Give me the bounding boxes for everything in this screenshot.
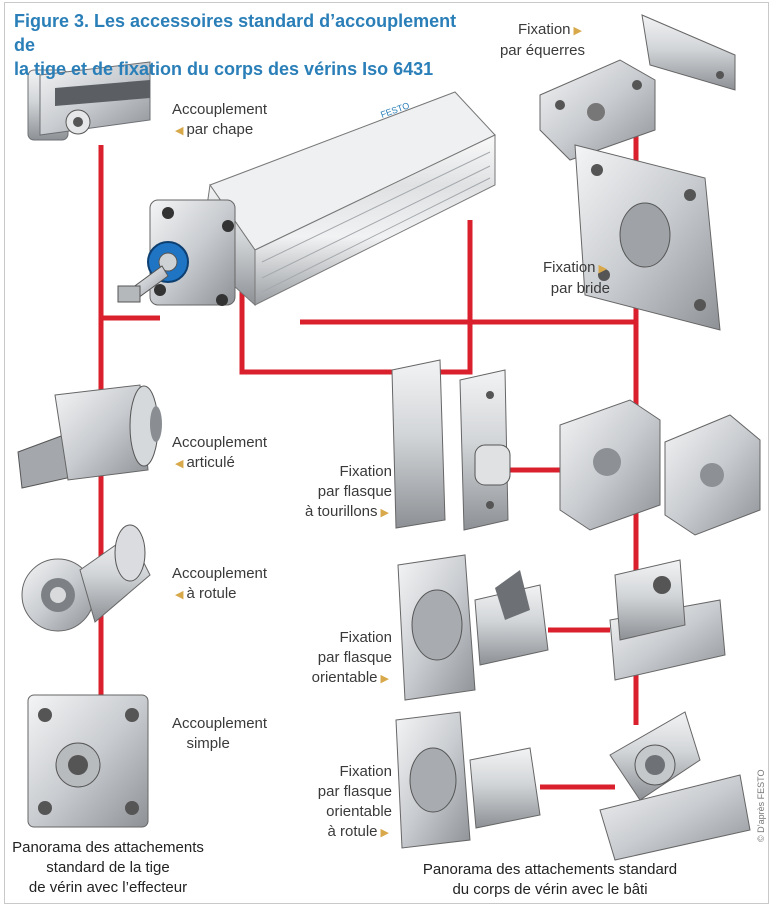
label-line: orientable (311, 669, 378, 686)
label-line: simple (186, 735, 230, 752)
pneumatic-cylinder: FESTO (117, 91, 496, 307)
triangle-pointer-icon: ◀ (175, 589, 184, 601)
triangle-pointer-icon: ▶ (380, 673, 389, 685)
label-line: orientable (326, 803, 392, 820)
label-line: à rotule (327, 823, 378, 840)
label-line: Fixation (339, 463, 392, 480)
triangle-pointer-icon: ▶ (380, 827, 389, 839)
label-line: Accouplement (172, 715, 268, 732)
caption-line: standard de la tige (46, 859, 170, 876)
label-fixation-rotule: Fixation par flasque orientable à rotule… (262, 762, 392, 843)
label-line: à rotule (186, 585, 237, 602)
label-fixation-equerres: Fixation▶ par équerres (455, 20, 585, 61)
caption-body-attachments: Panorama des attachements standard du co… (400, 860, 700, 900)
flange-mount-part (574, 144, 721, 331)
swivel-bracket-part (609, 559, 726, 681)
label-fixation-orientable: Fixation par flasque orientable▶ (262, 628, 392, 689)
caption-line: de vérin avec l’effecteur (28, 879, 188, 896)
label-accouplement-articule: Accouplement ◀articulé (172, 433, 267, 474)
label-accouplement-rotule: Accouplement ◀à rotule (172, 564, 267, 605)
trunnion-flange-part (391, 359, 511, 531)
label-line: par flasque (317, 483, 392, 500)
cylinder-rear-link (239, 220, 473, 375)
label-line: articulé (186, 454, 235, 471)
figure-title-line-2: la tige et de fixation du corps des véri… (14, 59, 434, 79)
figure-title-line-1: Figure 3. Les accessoires standard d’acc… (14, 11, 457, 55)
label-accouplement-chape: Accouplement ◀par chape (172, 100, 267, 141)
label-line: à tourillons (304, 503, 378, 520)
triangle-pointer-icon: ◀ (175, 458, 184, 470)
swivel-flange-rodeye-part (395, 711, 541, 849)
swivel-flange-part (397, 554, 549, 701)
label-line: par flasque (317, 649, 392, 666)
label-line: Fixation (339, 629, 392, 646)
triangle-pointer-icon: ▶ (380, 507, 389, 519)
figure-border (4, 2, 769, 904)
label-line: Accouplement (172, 101, 268, 118)
label-line: par bride (550, 280, 610, 297)
label-line: Accouplement (172, 434, 268, 451)
triangle-pointer-icon: ▶ (573, 25, 582, 37)
caption-line: Panorama des attachements (12, 839, 204, 856)
label-accouplement-simple: Accouplement ◀simple (172, 714, 267, 755)
label-line: par équerres (499, 42, 585, 59)
rod-end-part (21, 524, 151, 632)
label-line: Fixation (339, 763, 392, 780)
label-line: Accouplement (172, 565, 268, 582)
label-line: par flasque (317, 783, 392, 800)
triangle-pointer-icon: ◀ (175, 125, 184, 137)
foot-mount-part (539, 14, 736, 161)
label-line: Fixation (518, 21, 571, 38)
caption-line: Panorama des attachements standard (422, 861, 678, 878)
clevis-part (27, 61, 151, 141)
label-line: Fixation (543, 259, 596, 276)
triangle-pointer-icon: ▶ (598, 263, 607, 275)
caption-rod-attachments: Panorama des attachements standard de la… (8, 838, 208, 898)
articulated-coupling-part (17, 384, 162, 489)
image-credit: © D’après FESTO (756, 769, 766, 842)
trunnion-support-blocks (559, 399, 761, 536)
figure-title: Figure 3. Les accessoires standard d’acc… (14, 9, 474, 81)
label-fixation-bride: Fixation▶ par bride (470, 258, 610, 299)
caption-line: du corps de vérin avec le bâti (452, 881, 648, 898)
simple-coupling-part (27, 694, 149, 828)
label-line: par chape (186, 121, 254, 138)
label-fixation-tourillons: Fixation par flasque à tourillons▶ (262, 462, 392, 523)
clevis-bracket-rotule-part (599, 711, 751, 861)
